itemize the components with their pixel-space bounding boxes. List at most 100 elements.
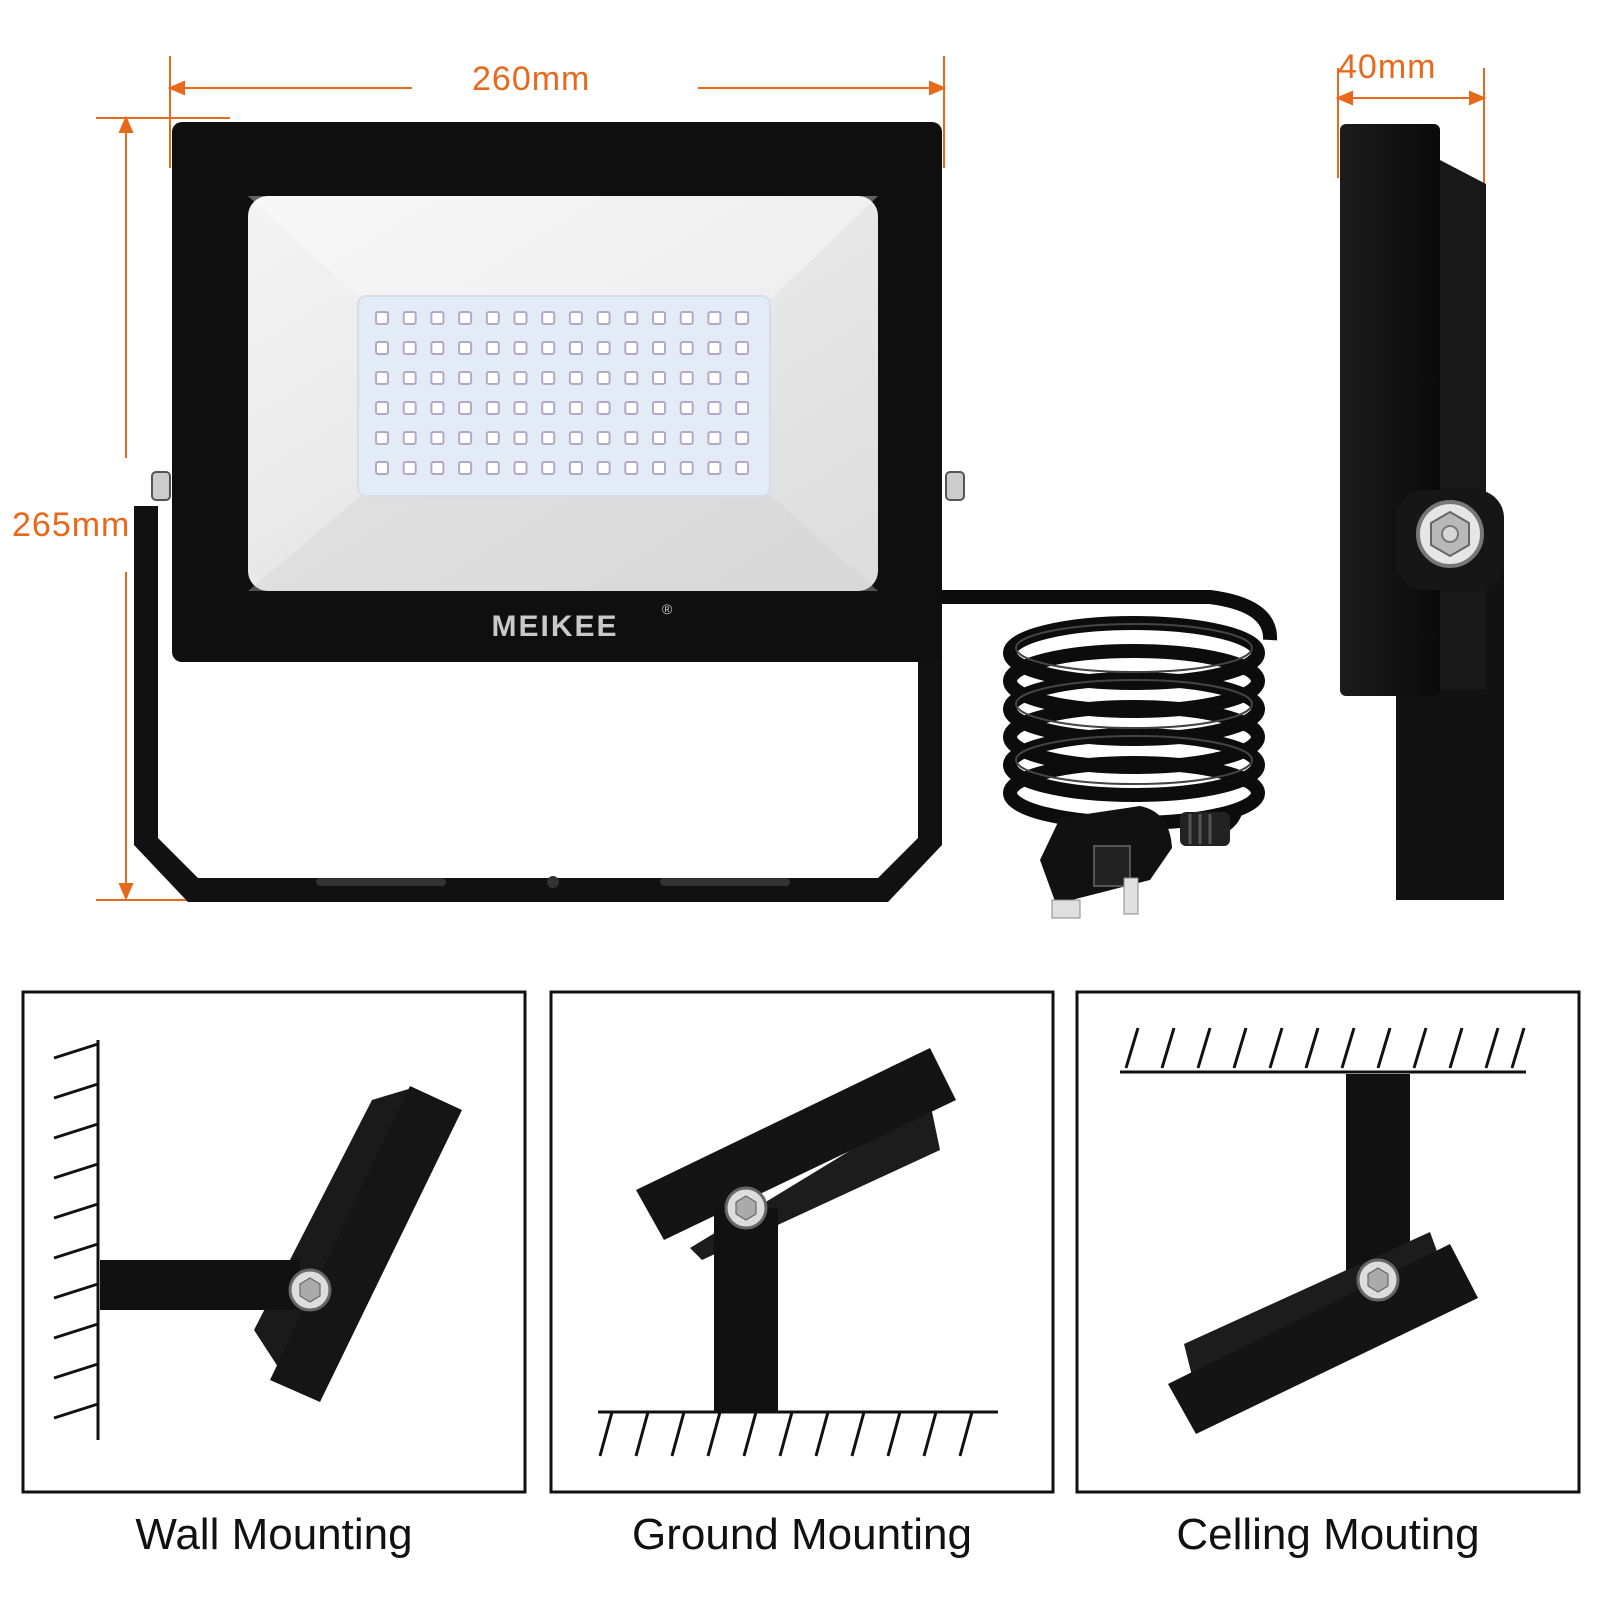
ground-mounting-caption: Ground Mounting [632,1510,972,1559]
led-chip [402,401,417,415]
led-chip [652,401,666,415]
led-chip [402,371,417,385]
led-chip [624,341,639,355]
led-chip [735,311,750,325]
wall-mounting-caption: Wall Mounting [135,1510,413,1559]
uk-plug-icon [1040,806,1230,919]
led-chip [735,341,750,355]
led-chip [375,371,389,385]
led-chip [624,401,639,415]
led-chip [624,311,639,325]
led-chip [541,371,556,385]
led-chip [541,401,556,415]
led-chip [430,371,445,385]
led-chip [707,401,722,415]
height-dimension [96,115,300,901]
led-chip [485,341,500,355]
led-chip [735,401,750,415]
led-chip [458,461,473,475]
led-chip [735,461,750,475]
led-chip [485,401,500,415]
led-chip [568,461,583,475]
led-chip [430,311,445,325]
ground-surface-hatch-icon [598,1410,998,1457]
led-chip [568,371,583,385]
led-chip [375,341,389,355]
led-chip [679,431,694,445]
ceiling-mounted-light-icon [1168,1074,1478,1434]
led-chip [375,401,389,415]
led-chip [458,311,473,325]
power-cord-highlight [1015,623,1253,785]
ceiling-surface-hatch-icon [1120,1027,1526,1074]
led-chip [430,461,445,475]
led-chip [568,431,583,445]
led-chip [402,311,417,325]
side-view-light-icon [1340,124,1504,900]
led-chip [430,401,445,415]
led-chip [402,341,417,355]
led-chip [513,431,528,445]
brand-logo-text: MEIKEE [491,610,618,643]
led-chip [458,401,473,415]
led-chip [375,461,389,475]
flood-light-icon [134,122,965,902]
led-chip [735,431,750,445]
led-chip [652,311,666,325]
led-chip [458,371,473,385]
led-chip [402,461,417,475]
led-chip [596,341,611,355]
led-chip [458,341,473,355]
led-chip [624,371,639,385]
led-chip [624,431,639,445]
registered-mark: ® [662,601,673,617]
led-chip [541,311,556,325]
led-chip [485,371,500,385]
led-chip [707,311,722,325]
led-chip [707,341,722,355]
ground-mounting-panel [549,990,1055,1494]
ground-mounted-light-icon [636,1048,956,1412]
led-chip [541,461,556,475]
depth-label: 40mm [1338,48,1437,86]
power-cord-icon [942,590,1277,839]
led-chip [707,371,722,385]
wall-surface-hatch-icon [53,1040,100,1440]
led-chip [679,341,694,355]
led-chip [652,341,666,355]
width-dimension [167,56,947,168]
led-chip [596,401,611,415]
led-chip [679,461,694,475]
led-chip [679,401,694,415]
led-chip [485,461,500,475]
led-chip [513,311,528,325]
led-chip [485,431,500,445]
led-chip [485,311,500,325]
led-chip [430,431,445,445]
led-chip [624,461,639,475]
led-chip [679,311,694,325]
led-chip [707,461,722,475]
ceiling-mounting-caption: Celling Mouting [1176,1510,1480,1559]
led-chip [375,311,389,325]
led-chip [596,311,611,325]
led-chip [513,341,528,355]
led-chip [596,371,611,385]
led-chip [513,401,528,415]
led-chip-grid [375,311,750,475]
led-chip [652,371,666,385]
led-chip [568,341,583,355]
ceiling-mounting-panel [1075,990,1581,1494]
wall-mounted-light-icon [100,1086,462,1402]
led-chip [402,431,417,445]
led-chip [679,371,694,385]
led-chip [541,341,556,355]
led-chip [568,311,583,325]
wall-mounting-panel [21,990,527,1494]
led-chip [375,431,389,445]
height-label: 265mm [12,506,131,544]
led-chip [430,341,445,355]
led-chip [596,461,611,475]
led-chip [513,461,528,475]
